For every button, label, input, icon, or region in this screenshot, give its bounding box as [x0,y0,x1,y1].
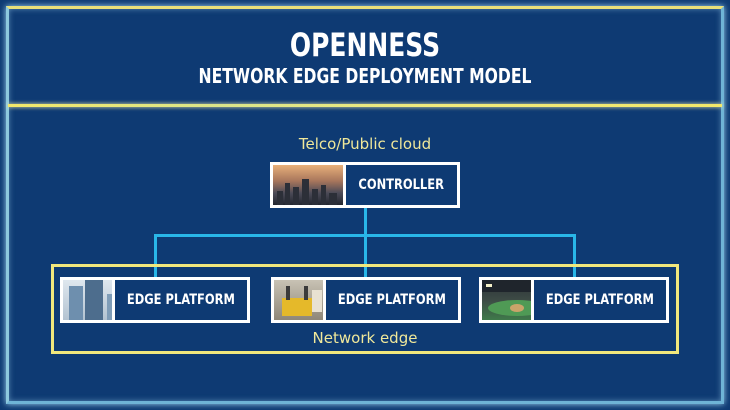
edge-platform-1: EDGE PLATFORM [60,277,250,323]
connector-edge3 [573,234,576,277]
controller-label: CONTROLLER [358,177,445,193]
edge-platform-3-label: EDGE PLATFORM [546,292,655,308]
controller-label-box: CONTROLLER [346,165,457,205]
slide-frame [6,6,724,404]
connector-edge2 [364,234,367,277]
edge-platform-3-label-box: EDGE PLATFORM [534,280,666,320]
edge-platform-2-label-box: EDGE PLATFORM [326,280,458,320]
edge-platform-1-label: EDGE PLATFORM [127,292,236,308]
edge-platform-3: EDGE PLATFORM [479,277,669,323]
slide-title: OPENNESS [289,26,441,64]
slide-subtitle: NETWORK EDGE DEPLOYMENT MODEL [198,64,532,88]
city-skyline-photo [273,165,343,205]
connector-controller-down [364,208,367,235]
edge-platform-2: EDGE PLATFORM [271,277,461,323]
office-building-photo [63,280,113,320]
stadium-photo [482,280,532,320]
cloud-label: Telco/Public cloud [298,135,432,153]
edge-platform-2-label: EDGE PLATFORM [338,292,447,308]
header-divider [8,104,722,107]
edge-platform-1-label-box: EDGE PLATFORM [115,280,247,320]
connector-edge1 [154,234,157,277]
network-edge-box [51,264,679,354]
controller-node: CONTROLLER [270,162,460,208]
network-edge-label: Network edge [312,329,418,347]
forklift-warehouse-photo [274,280,324,320]
